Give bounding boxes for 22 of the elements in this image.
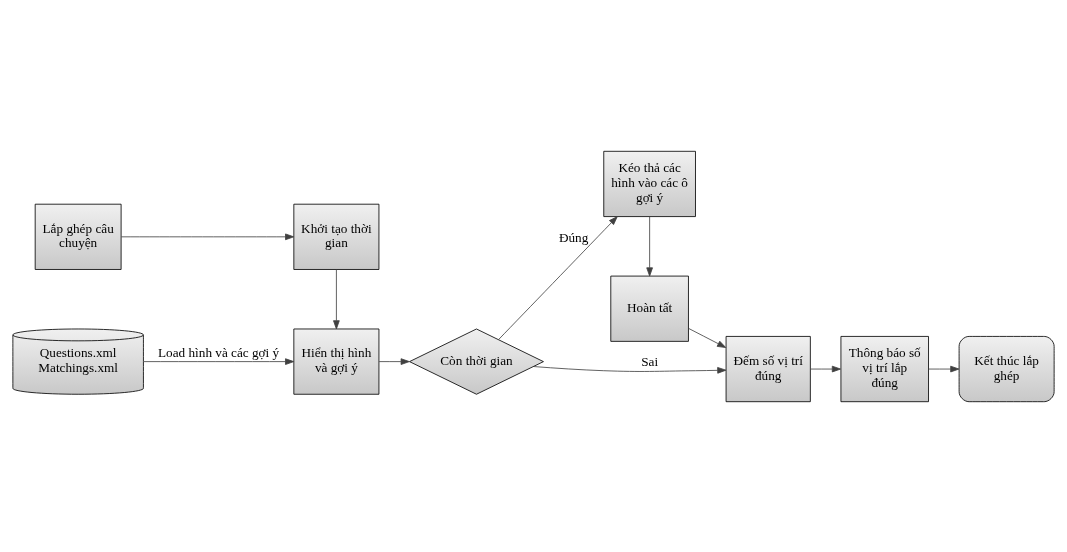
edge-label: Sai: [641, 353, 659, 369]
arrow: [533, 365, 727, 374]
node-diamond: Còn thời gian: [409, 328, 544, 395]
node-box: Khởi tạo thời gian: [293, 203, 380, 270]
edge-label: Đúng: [558, 229, 589, 245]
node-box: Hoàn tất: [610, 275, 689, 342]
node-box: Hiển thị hình và gợi ý: [293, 328, 380, 395]
arrow: [378, 357, 410, 365]
node-box: Lắp ghép câu chuyện: [34, 203, 122, 270]
arrow: [143, 357, 295, 365]
node-box: Kết thúc lắp ghép: [958, 335, 1055, 402]
arrow: [688, 327, 727, 348]
arrow: [120, 233, 295, 240]
node-box: Thông báo số vị trí lắp đúng: [840, 335, 929, 402]
arrow: [498, 215, 618, 340]
node-box: Kéo thả các hình vào các ô gợi ý: [603, 150, 696, 217]
arrow: [646, 215, 653, 276]
arrow: [810, 365, 841, 372]
edge-label: Load hình và các gợi ý: [158, 344, 280, 360]
arrow: [333, 268, 340, 329]
arrow: [928, 365, 960, 372]
node-box: Đếm số vị trí đúng: [725, 335, 811, 402]
